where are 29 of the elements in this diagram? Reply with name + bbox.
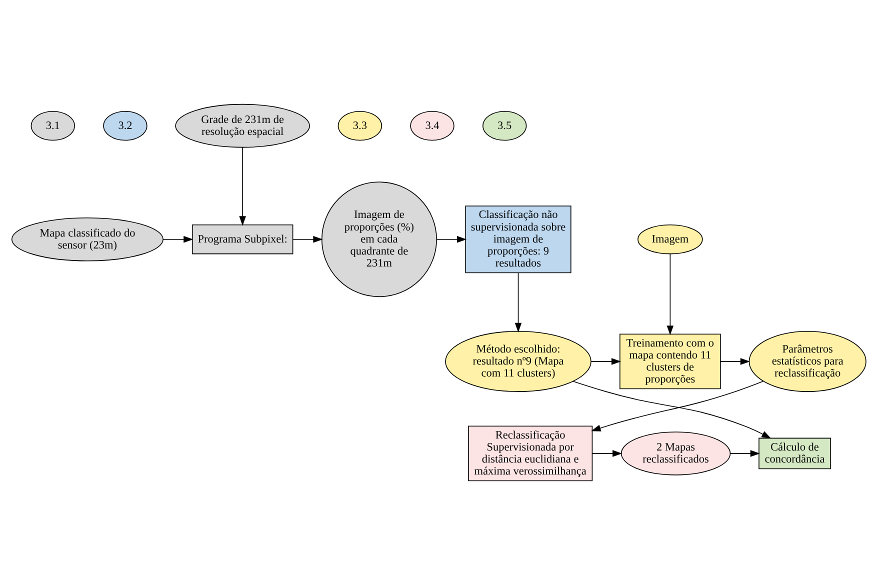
- arrow: [436, 235, 467, 242]
- arrow: [572, 380, 772, 438]
- arrow: [666, 253, 674, 335]
- arrow: [239, 146, 246, 226]
- arrow: [720, 358, 750, 364]
- node-ellipse: 3.4: [410, 110, 454, 140]
- node-box: Classificação não supervisionada sobre imagem de proporções: 9 resultados: [465, 205, 572, 273]
- node-box: Programa Subpixel:: [192, 224, 294, 254]
- node-ellipse: Imagem: [638, 224, 703, 254]
- arrow: [292, 235, 323, 242]
- node-ellipse: Mapa classificado do sensor (23m): [11, 216, 164, 261]
- node-ellipse: Parâmetros estatísticos para reclassificação: [748, 330, 866, 392]
- node-ellipse: 3.2: [103, 110, 148, 140]
- node-circle: Imagem de proporções (%) em cada quadrante de 231m: [321, 181, 437, 297]
- node-ellipse: Grade de 231m de resolução espacial: [175, 103, 310, 148]
- node-box: Reclassificação Supervisionada por distância euclidiana e máxima verossimilhança: [468, 425, 593, 481]
- node-ellipse: 3.1: [30, 110, 75, 140]
- node-ellipse: Método escolhido: resultado nº9 (Mapa com 11 clusters): [445, 330, 592, 392]
- arrow: [162, 235, 194, 242]
- node-ellipse: 3.5: [482, 110, 527, 140]
- node-box: Cálculo de concordância: [758, 437, 831, 469]
- node-ellipse: 2 Mapas reclassificados: [620, 431, 731, 475]
- arrow: [591, 380, 764, 431]
- node-ellipse: 3.3: [338, 110, 382, 140]
- arrow: [730, 450, 760, 456]
- arrow: [590, 358, 622, 364]
- arrow: [514, 272, 522, 332]
- arrow: [592, 450, 622, 456]
- node-box: Treinamento com o mapa contendo 11 clusters de proporções: [620, 333, 721, 389]
